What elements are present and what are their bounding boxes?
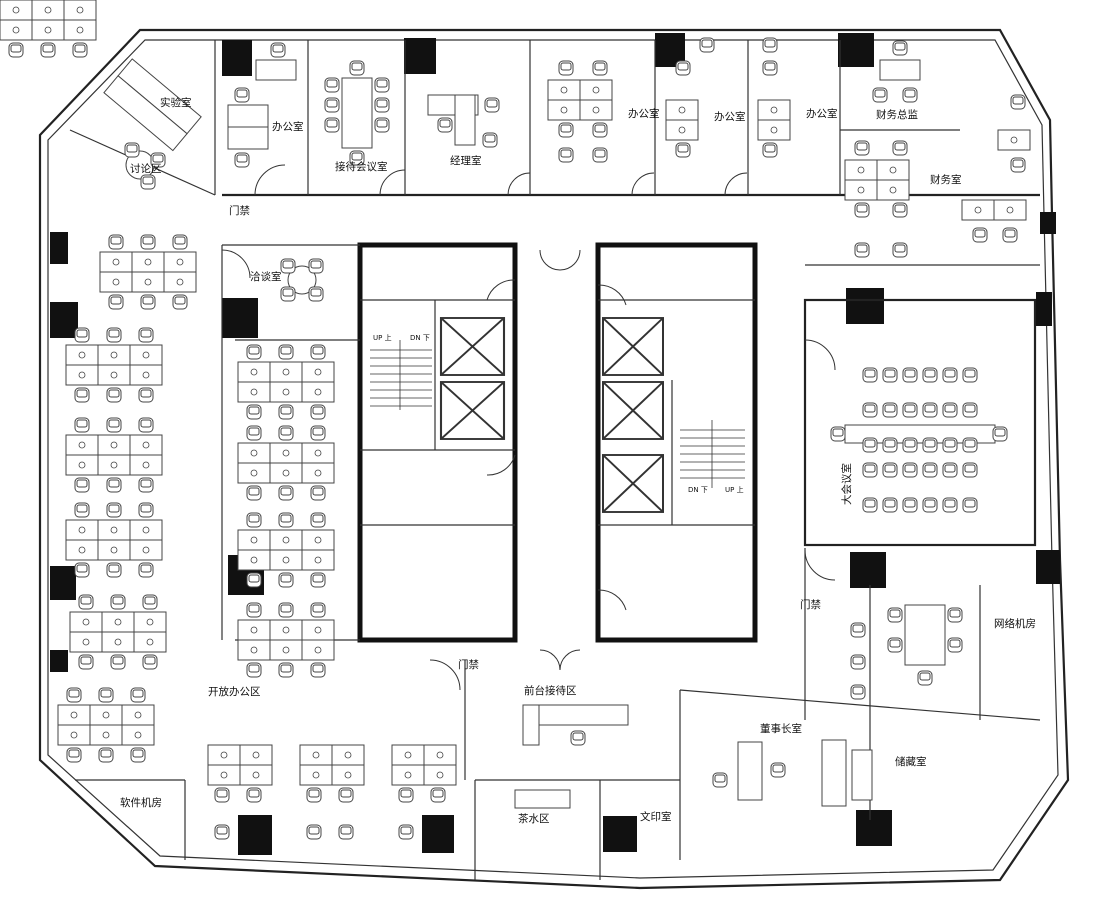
room-label-front-desk: 前台接待区 — [524, 684, 577, 697]
room-label-manager: 经理室 — [450, 154, 482, 167]
room-label-cfo: 财务总监 — [876, 108, 918, 121]
stair-left-up-label: UP 上 — [373, 333, 392, 342]
stair-left-down-label: DN 下 — [410, 334, 430, 342]
room-label-office-1: 办公室 — [272, 120, 304, 133]
access-label-2: 门禁 — [800, 598, 821, 611]
stair-right-up-label: UP 上 — [725, 485, 744, 494]
room-label-open-office: 开放办公区 — [208, 685, 261, 698]
room-label-storage: 储藏室 — [895, 755, 927, 768]
room-label-discuss: 讨论区 — [130, 162, 162, 175]
access-label-1: 门禁 — [229, 204, 250, 217]
stair-right-down-label: DN 下 — [688, 486, 708, 494]
room-label-network: 网络机房 — [994, 617, 1036, 630]
room-label-lab: 实验室 — [160, 96, 192, 109]
door-swings — [221, 164, 836, 691]
furniture — [0, 0, 1031, 840]
interior-walls — [69, 40, 1041, 880]
room-label-print: 文印室 — [640, 810, 672, 823]
room-labels: 实验室 讨论区 办公室 接待会议室 经理室 办公室 办公室 办公室 财务总监 财… — [120, 96, 1036, 825]
room-label-big-meeting: 大会议室 — [840, 463, 853, 505]
room-label-negotiation: 洽谈室 — [250, 270, 282, 283]
room-label-office-4: 办公室 — [806, 107, 838, 120]
structural-columns — [50, 33, 1060, 855]
access-label-3: 门禁 — [458, 658, 479, 671]
room-label-office-2: 办公室 — [628, 107, 660, 120]
room-label-software: 软件机房 — [120, 796, 162, 809]
room-label-office-3: 办公室 — [714, 110, 746, 123]
room-label-chairman: 董事长室 — [760, 722, 802, 735]
building-core: UP 上 DN 下 DN 下 UP 上 — [357, 242, 758, 643]
room-label-tea: 茶水区 — [518, 812, 550, 825]
room-label-finance: 财务室 — [930, 173, 962, 186]
room-label-reception-meeting: 接待会议室 — [335, 160, 388, 173]
